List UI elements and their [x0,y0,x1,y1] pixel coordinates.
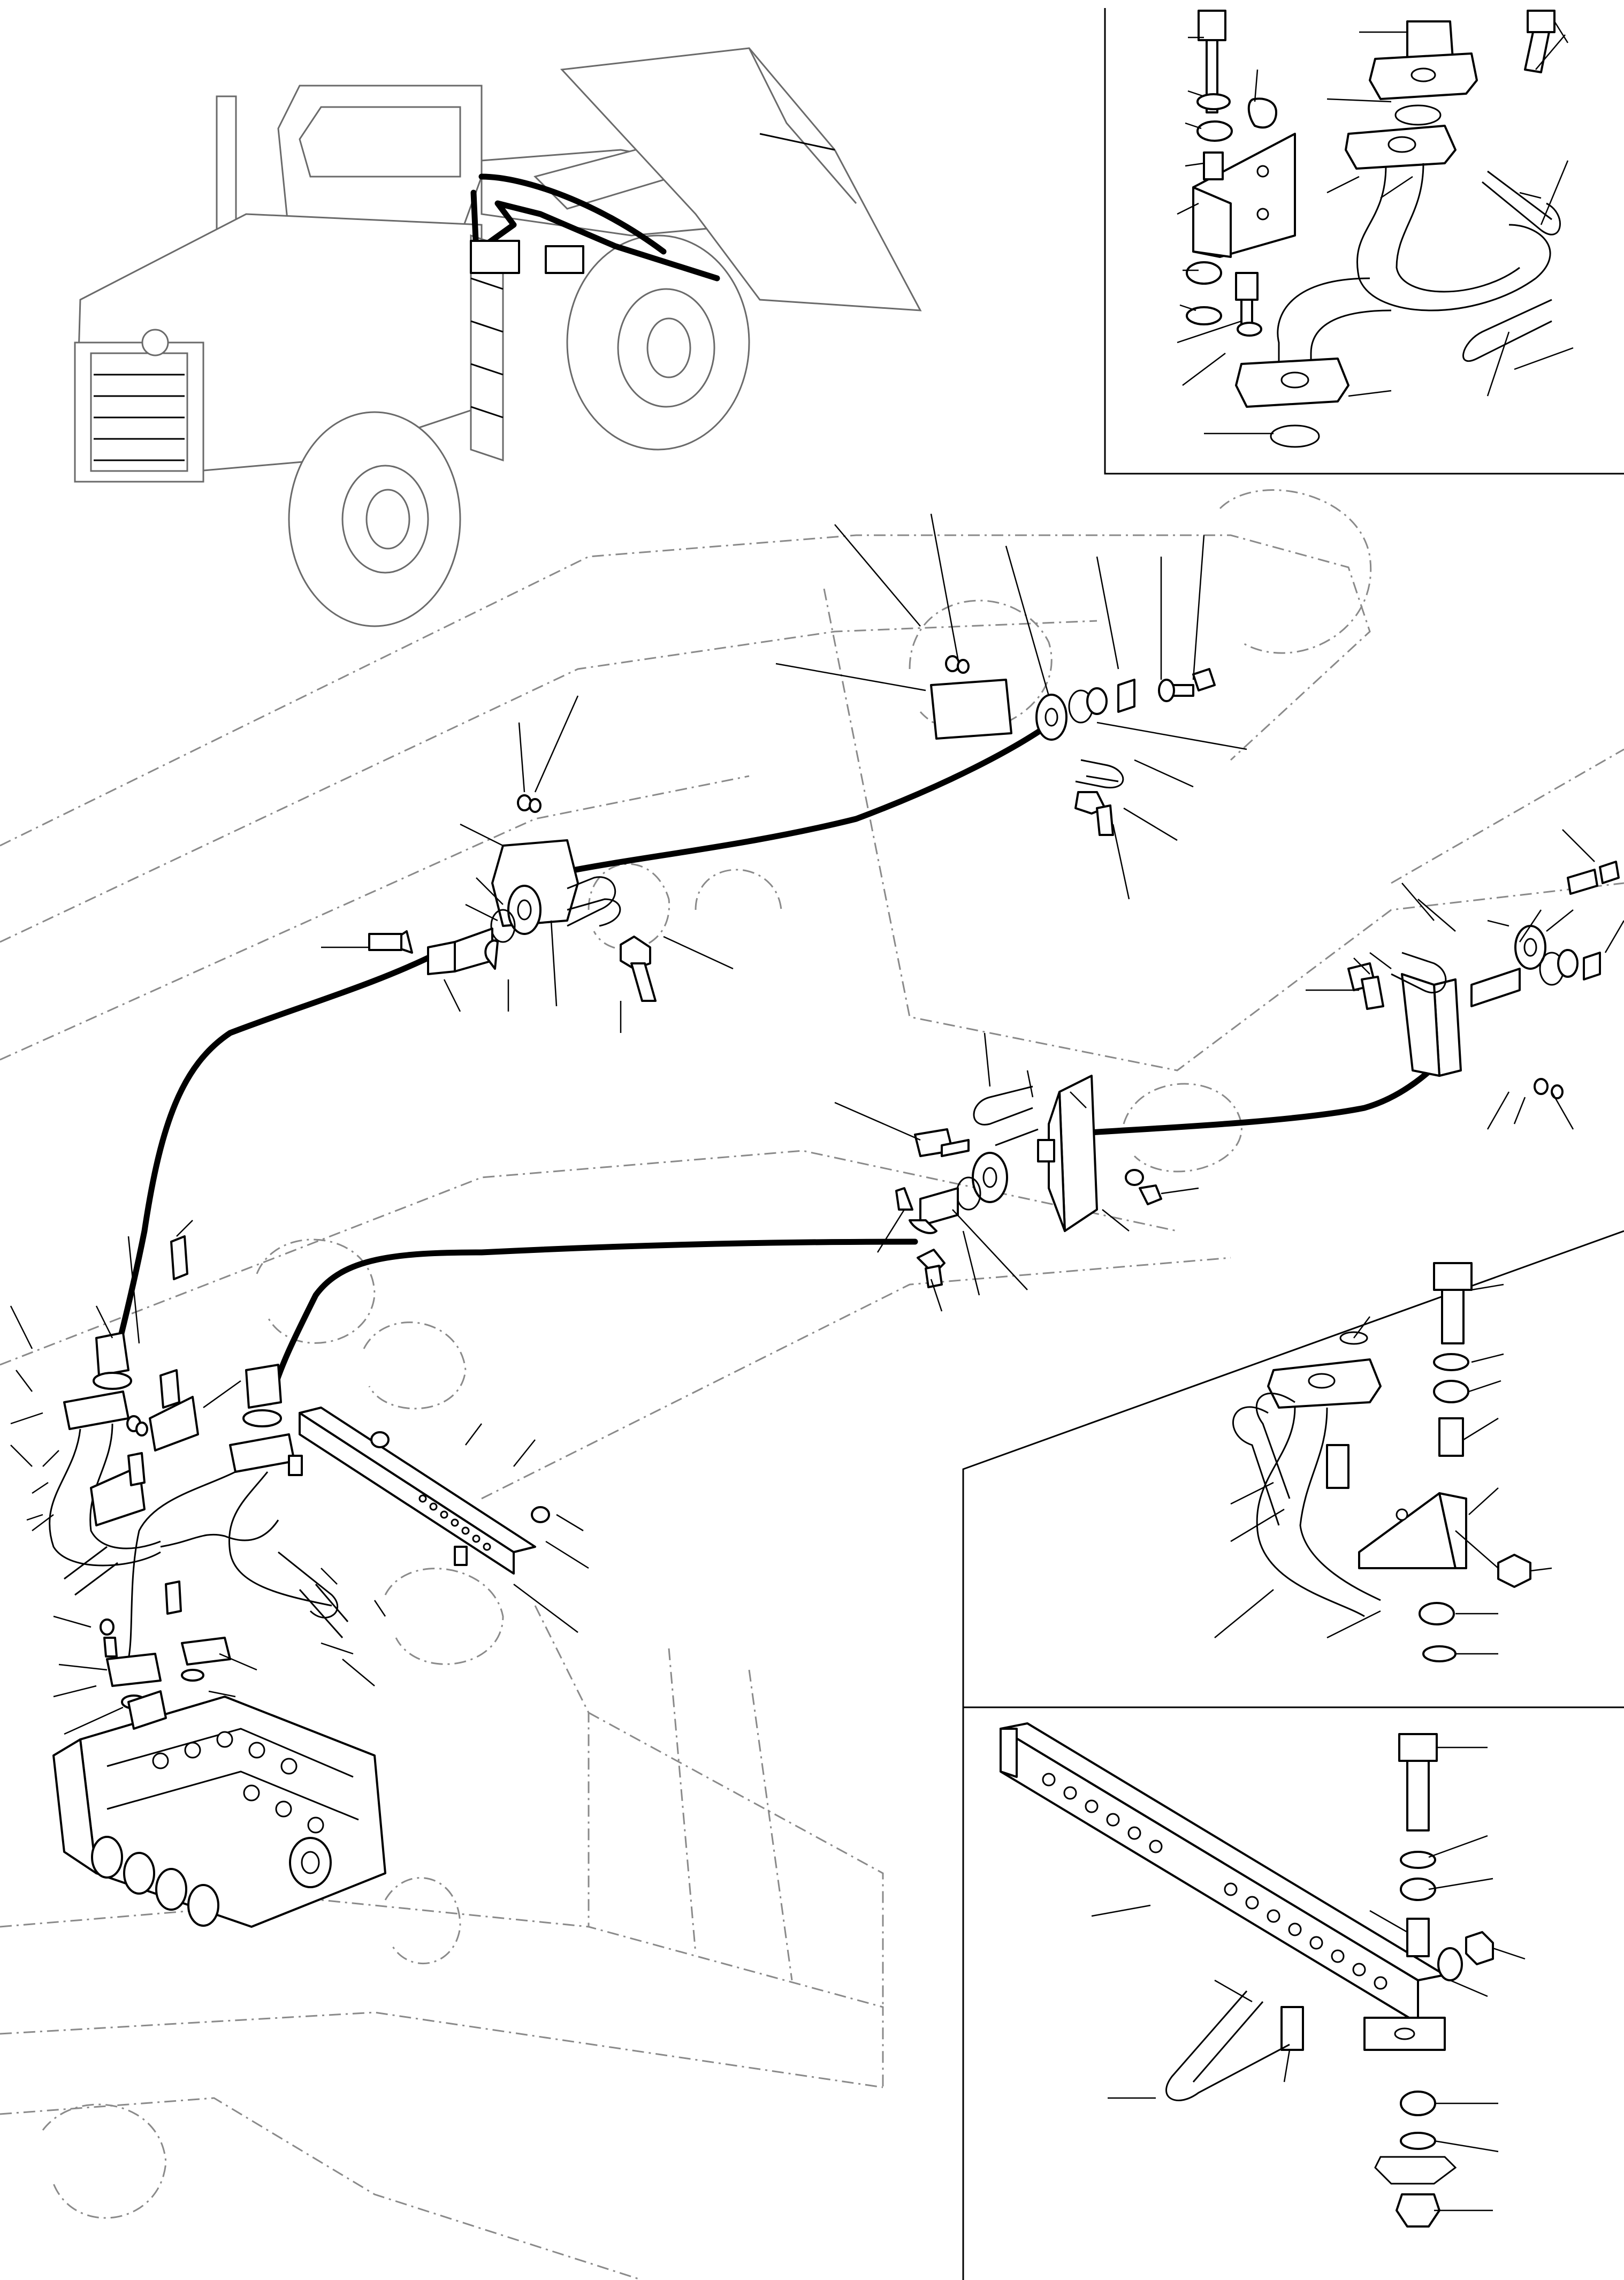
wheel-loader-icon [74,47,922,627]
clamp-detail [962,1230,1624,2280]
pipe-line-right [1056,1046,1453,1138]
pipe-line-upper [559,714,1063,876]
bracket-detail [1000,1722,1526,2228]
pipe-line-middle [267,1238,918,1405]
control-valve-icon [52,1690,386,1928]
loader-overview [74,47,922,627]
pipe-line-left [109,949,442,1373]
ghost-structure [0,489,1624,2280]
pipe-detail [1104,8,1624,475]
main-assembly [10,513,1624,1928]
